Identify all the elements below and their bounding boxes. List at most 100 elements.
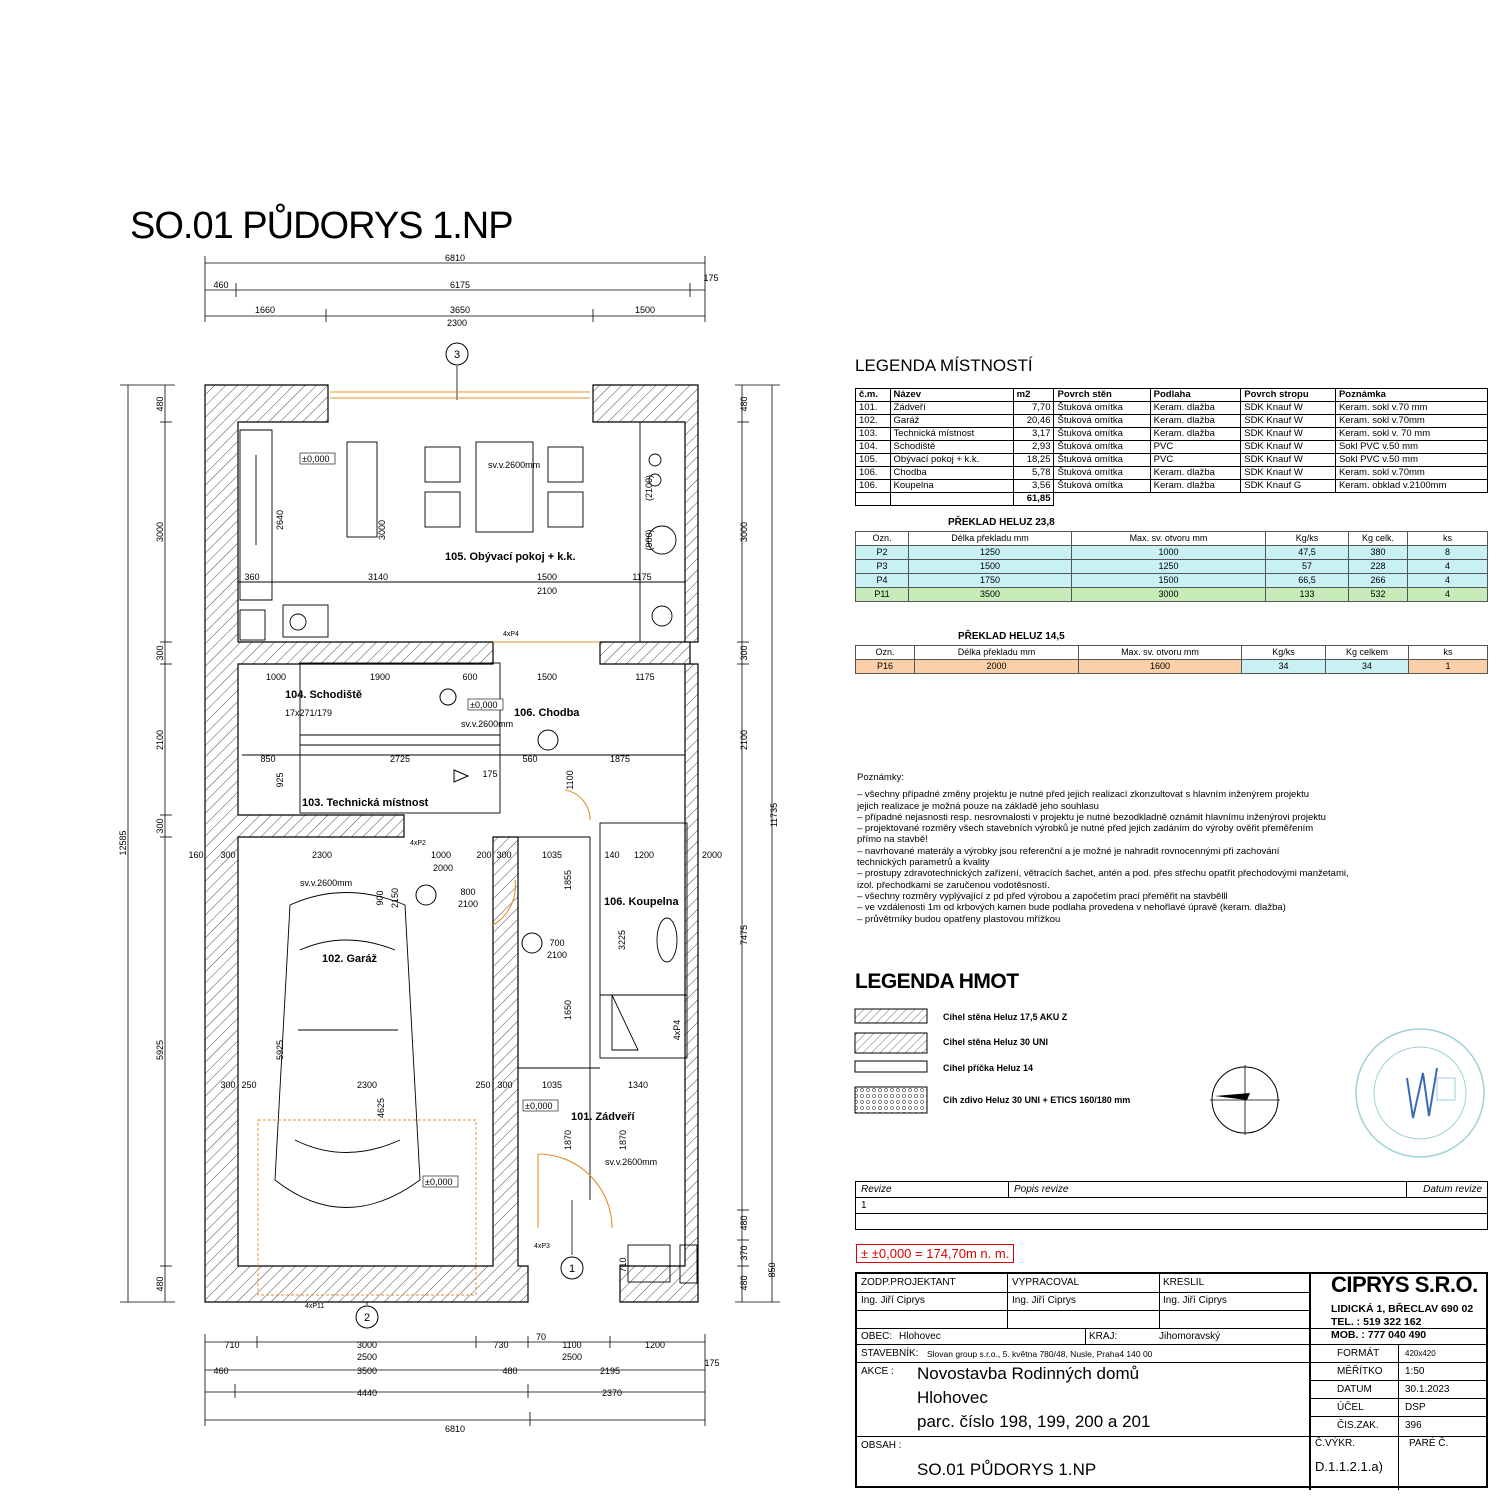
table-cell: 1000 xyxy=(1071,545,1266,560)
dim-label: 300 xyxy=(155,818,165,833)
height-note: sv.v.2600mm xyxy=(605,1157,657,1167)
table-cell: 66,5 xyxy=(1265,573,1349,588)
table-cell: Štuková omítka xyxy=(1053,427,1151,441)
vypracoval-label: VYPRACOVAL xyxy=(1012,1277,1080,1288)
dim-label: 2300 xyxy=(312,850,332,860)
axis-3-label: 3 xyxy=(454,349,460,361)
dim-label: 2195 xyxy=(600,1366,620,1376)
stair-note: 17x271/179 xyxy=(285,708,332,718)
materials-swatches xyxy=(854,1008,928,1114)
table-cell: 1500 xyxy=(1071,573,1266,588)
lintel-145-title: PŘEKLAD HELUZ 14,5 xyxy=(958,631,1065,642)
column-header: Max. sv. otvoru mm xyxy=(1071,531,1266,546)
akce-line: Novostavba Rodinných domů xyxy=(917,1364,1140,1383)
table-header-row: Revize Popis revize Datum revize xyxy=(855,1181,1488,1198)
dim-label: 2000 xyxy=(433,863,453,873)
dim-label: 5925 xyxy=(275,1040,285,1060)
akce-label: AKCE : xyxy=(861,1366,894,1377)
dim-label: 175 xyxy=(482,769,497,779)
table-cell: 4 xyxy=(1407,573,1488,588)
dim-label: 560 xyxy=(522,754,537,764)
room-label-104: 104. Schodiště xyxy=(285,689,362,701)
dim-label: 480 xyxy=(739,1275,749,1290)
table-cell: 1 xyxy=(1408,659,1488,674)
ucel-label: ÚČEL xyxy=(1337,1402,1364,1413)
dim-label: 6810 xyxy=(445,253,465,263)
material-swatch xyxy=(854,1060,928,1073)
dim-label: 300 xyxy=(220,1080,235,1090)
datum-value: 30.1.2023 xyxy=(1405,1384,1450,1395)
dim-label: 300 xyxy=(496,850,511,860)
column-header: Kg celk. xyxy=(1348,531,1408,546)
column-header: Ozn. xyxy=(855,531,909,546)
note-line: – všechny případné změny projektu je nut… xyxy=(857,789,1310,801)
dim-label: 4625 xyxy=(376,1098,386,1118)
column-header: Délka překladu mm xyxy=(914,645,1079,660)
material-swatch xyxy=(854,1086,928,1114)
table-cell: Chodba xyxy=(889,466,1014,480)
dim-label: 3650 xyxy=(450,305,470,315)
table-cell: P16 xyxy=(855,659,915,674)
table-cell: 1250 xyxy=(908,545,1072,560)
dim-label: 6175 xyxy=(450,280,470,290)
dim-label: 360 xyxy=(244,572,259,582)
column-header: m2 xyxy=(1012,388,1055,402)
column-header: Délka překladu mm xyxy=(908,531,1072,546)
dim-label: 1870 xyxy=(618,1130,628,1150)
zodp-label: ZODP.PROJEKTANT xyxy=(861,1277,956,1288)
obsah-value: SO.01 PŮDORYS 1.NP xyxy=(917,1460,1097,1479)
dim-label: 1035 xyxy=(542,850,562,860)
table-cell: 4 xyxy=(1407,559,1488,574)
floor-plan: 3 2 1 105. Obývací pokoj + k.k. 104. Sch… xyxy=(118,253,780,1434)
note-line: – ve vzdálenosti 1m od krbových kamen bu… xyxy=(857,902,1286,914)
dim-label: 480 xyxy=(155,1276,165,1291)
dim-label: 1900 xyxy=(370,672,390,682)
obsah-label: OBSAH : xyxy=(861,1440,902,1451)
format-value: 420x420 xyxy=(1405,1349,1436,1358)
dim-label: 300 xyxy=(497,1080,512,1090)
height-note: sv.v.2600mm xyxy=(488,460,540,470)
room-label-106-koupelna: 106. Koupelna xyxy=(604,896,679,908)
dim-label: 1875 xyxy=(610,754,630,764)
dim-label: 2300 xyxy=(447,318,467,328)
lintel-238-table: Ozn. Délka překladu mm Max. sv. otvoru m… xyxy=(855,531,1488,602)
dim-label: 370 xyxy=(739,1245,749,1260)
stamp-seal xyxy=(1355,1028,1485,1158)
table-cell: Štuková omítka xyxy=(1053,414,1151,428)
dim-label: 480 xyxy=(155,396,165,411)
dim-label: 250 xyxy=(475,1080,490,1090)
dim-label: 730 xyxy=(493,1340,508,1350)
table-cell: 106. xyxy=(855,479,891,493)
note-line: – případné nejasnosti resp. nesrovnalost… xyxy=(857,811,1326,823)
dim-label: 1500 xyxy=(537,672,557,682)
table-cell: Sokl PVC v.50 mm xyxy=(1334,453,1489,467)
table-cell: Keram. sokl v.70 mm xyxy=(1334,401,1489,415)
table-cell: 2000 xyxy=(914,659,1079,674)
table-cell: SDK Knauf W xyxy=(1240,401,1336,415)
table-cell: 3000 xyxy=(1071,587,1266,602)
table-cell: Keram. sokl v.70mm xyxy=(1334,414,1489,428)
stavebnik-label: STAVEBNÍK: xyxy=(861,1348,919,1359)
dim-label: 850 xyxy=(767,1262,777,1277)
axis-2-label: 2 xyxy=(364,1312,370,1324)
table-cell: 3,56 xyxy=(1012,479,1055,493)
table-cell: SDK Knauf W xyxy=(1240,414,1336,428)
dim-label: 2100 xyxy=(537,586,557,596)
table-cell: Štuková omítka xyxy=(1053,479,1151,493)
dim-label: 2100 xyxy=(547,950,567,960)
dim-label: 11735 xyxy=(769,803,779,827)
table-cell: Sokl PVC v.50 mm xyxy=(1334,440,1489,454)
company-tel: TEL. : 519 322 162 xyxy=(1331,1316,1422,1328)
room-label-106-chodba: 106. Chodba xyxy=(514,707,580,719)
rooms-table: č.m. Název m2 Povrch stěn Podlaha Povrch… xyxy=(855,388,1489,506)
table-cell: Koupelna xyxy=(889,479,1014,493)
dim-label: 175 xyxy=(704,1358,719,1368)
meritko-label: MĚŘÍTKO xyxy=(1337,1366,1383,1377)
column-header: Kg/ks xyxy=(1241,645,1326,660)
table-cell: 57 xyxy=(1265,559,1349,574)
dim-label: 1855 xyxy=(563,870,573,890)
